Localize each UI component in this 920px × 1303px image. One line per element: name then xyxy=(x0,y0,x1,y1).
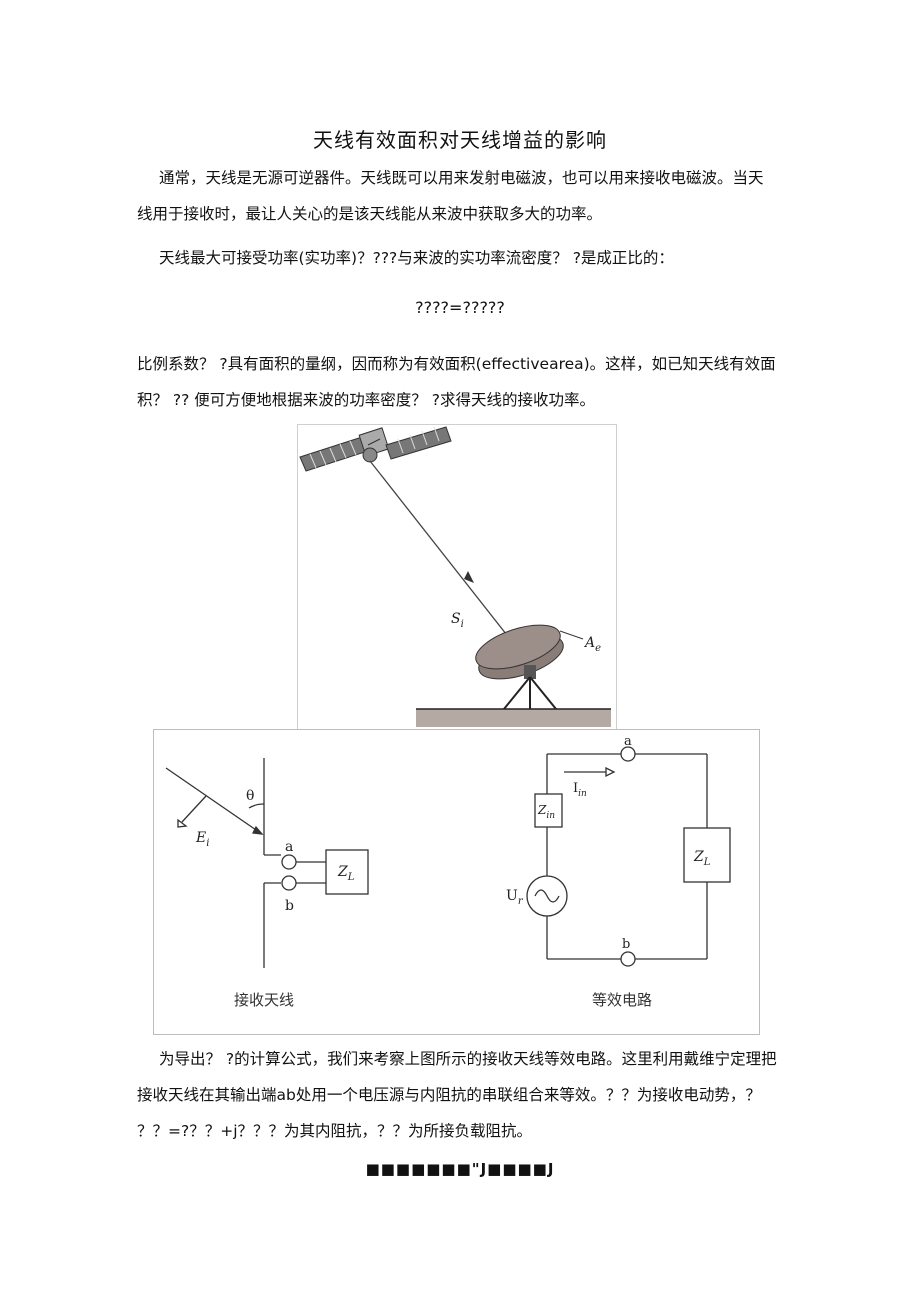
receiving-antenna-diagram xyxy=(165,758,369,968)
terminal-a-right: a xyxy=(624,734,632,749)
terminal-b-right: b xyxy=(622,937,630,952)
dish-antenna xyxy=(475,624,584,710)
current-label: Iin xyxy=(573,781,587,799)
satellite-figure: Si Ae xyxy=(297,424,617,730)
power-density-label: Si xyxy=(451,611,464,630)
signal-ray xyxy=(369,460,511,640)
terminal-b-left: b xyxy=(285,898,294,914)
effective-area-paragraph: 比例系数？ ?具有面积的量纲，因而称为有效面积(effectivearea)。这… xyxy=(137,355,776,409)
effective-area-label: Ae xyxy=(583,635,601,654)
page-title: 天线有效面积对天线增益的影响 xyxy=(313,128,607,152)
internal-impedance-label: Zin xyxy=(537,803,555,821)
solar-panel-left xyxy=(299,436,369,472)
garbled-footer: ■■■■■■■"J■■■■J xyxy=(365,1160,555,1178)
receiving-antenna-caption: 接收天线 xyxy=(234,991,294,1009)
satellite-body xyxy=(358,427,390,463)
intro-paragraph: 通常，天线是无源可逆器件。天线既可以用来发射电磁波，也可以用来接收电磁波。当天线… xyxy=(137,169,764,223)
theta-label: θ xyxy=(246,788,254,804)
solar-panel-right xyxy=(385,426,452,460)
equivalent-circuit-figure: θ Ei a b ZL 接收天线 a b Iin Zin xyxy=(153,729,760,1035)
formula: ????=????? xyxy=(415,298,505,317)
derivation-paragraph: 为导出？ ?的计算公式，我们来考察上图所示的接收天线等效电路。这里利用戴维宁定理… xyxy=(137,1050,777,1140)
load-impedance-label-left: ZL xyxy=(337,864,355,883)
signal-arrow xyxy=(464,571,474,583)
ground xyxy=(416,708,611,727)
source-voltage-label: Ur xyxy=(506,888,524,907)
equivalent-circuit-caption: 等效电路 xyxy=(592,991,652,1009)
load-impedance-label-right: ZL xyxy=(693,849,711,868)
power-statement-paragraph: 天线最大可接受功率(实功率)？???与来波的实功率流密度？ ?是成正比的： xyxy=(159,249,674,267)
terminal-a-left: a xyxy=(285,839,293,855)
equivalent-circuit-diagram xyxy=(526,746,731,967)
field-label: Ei xyxy=(195,830,209,849)
